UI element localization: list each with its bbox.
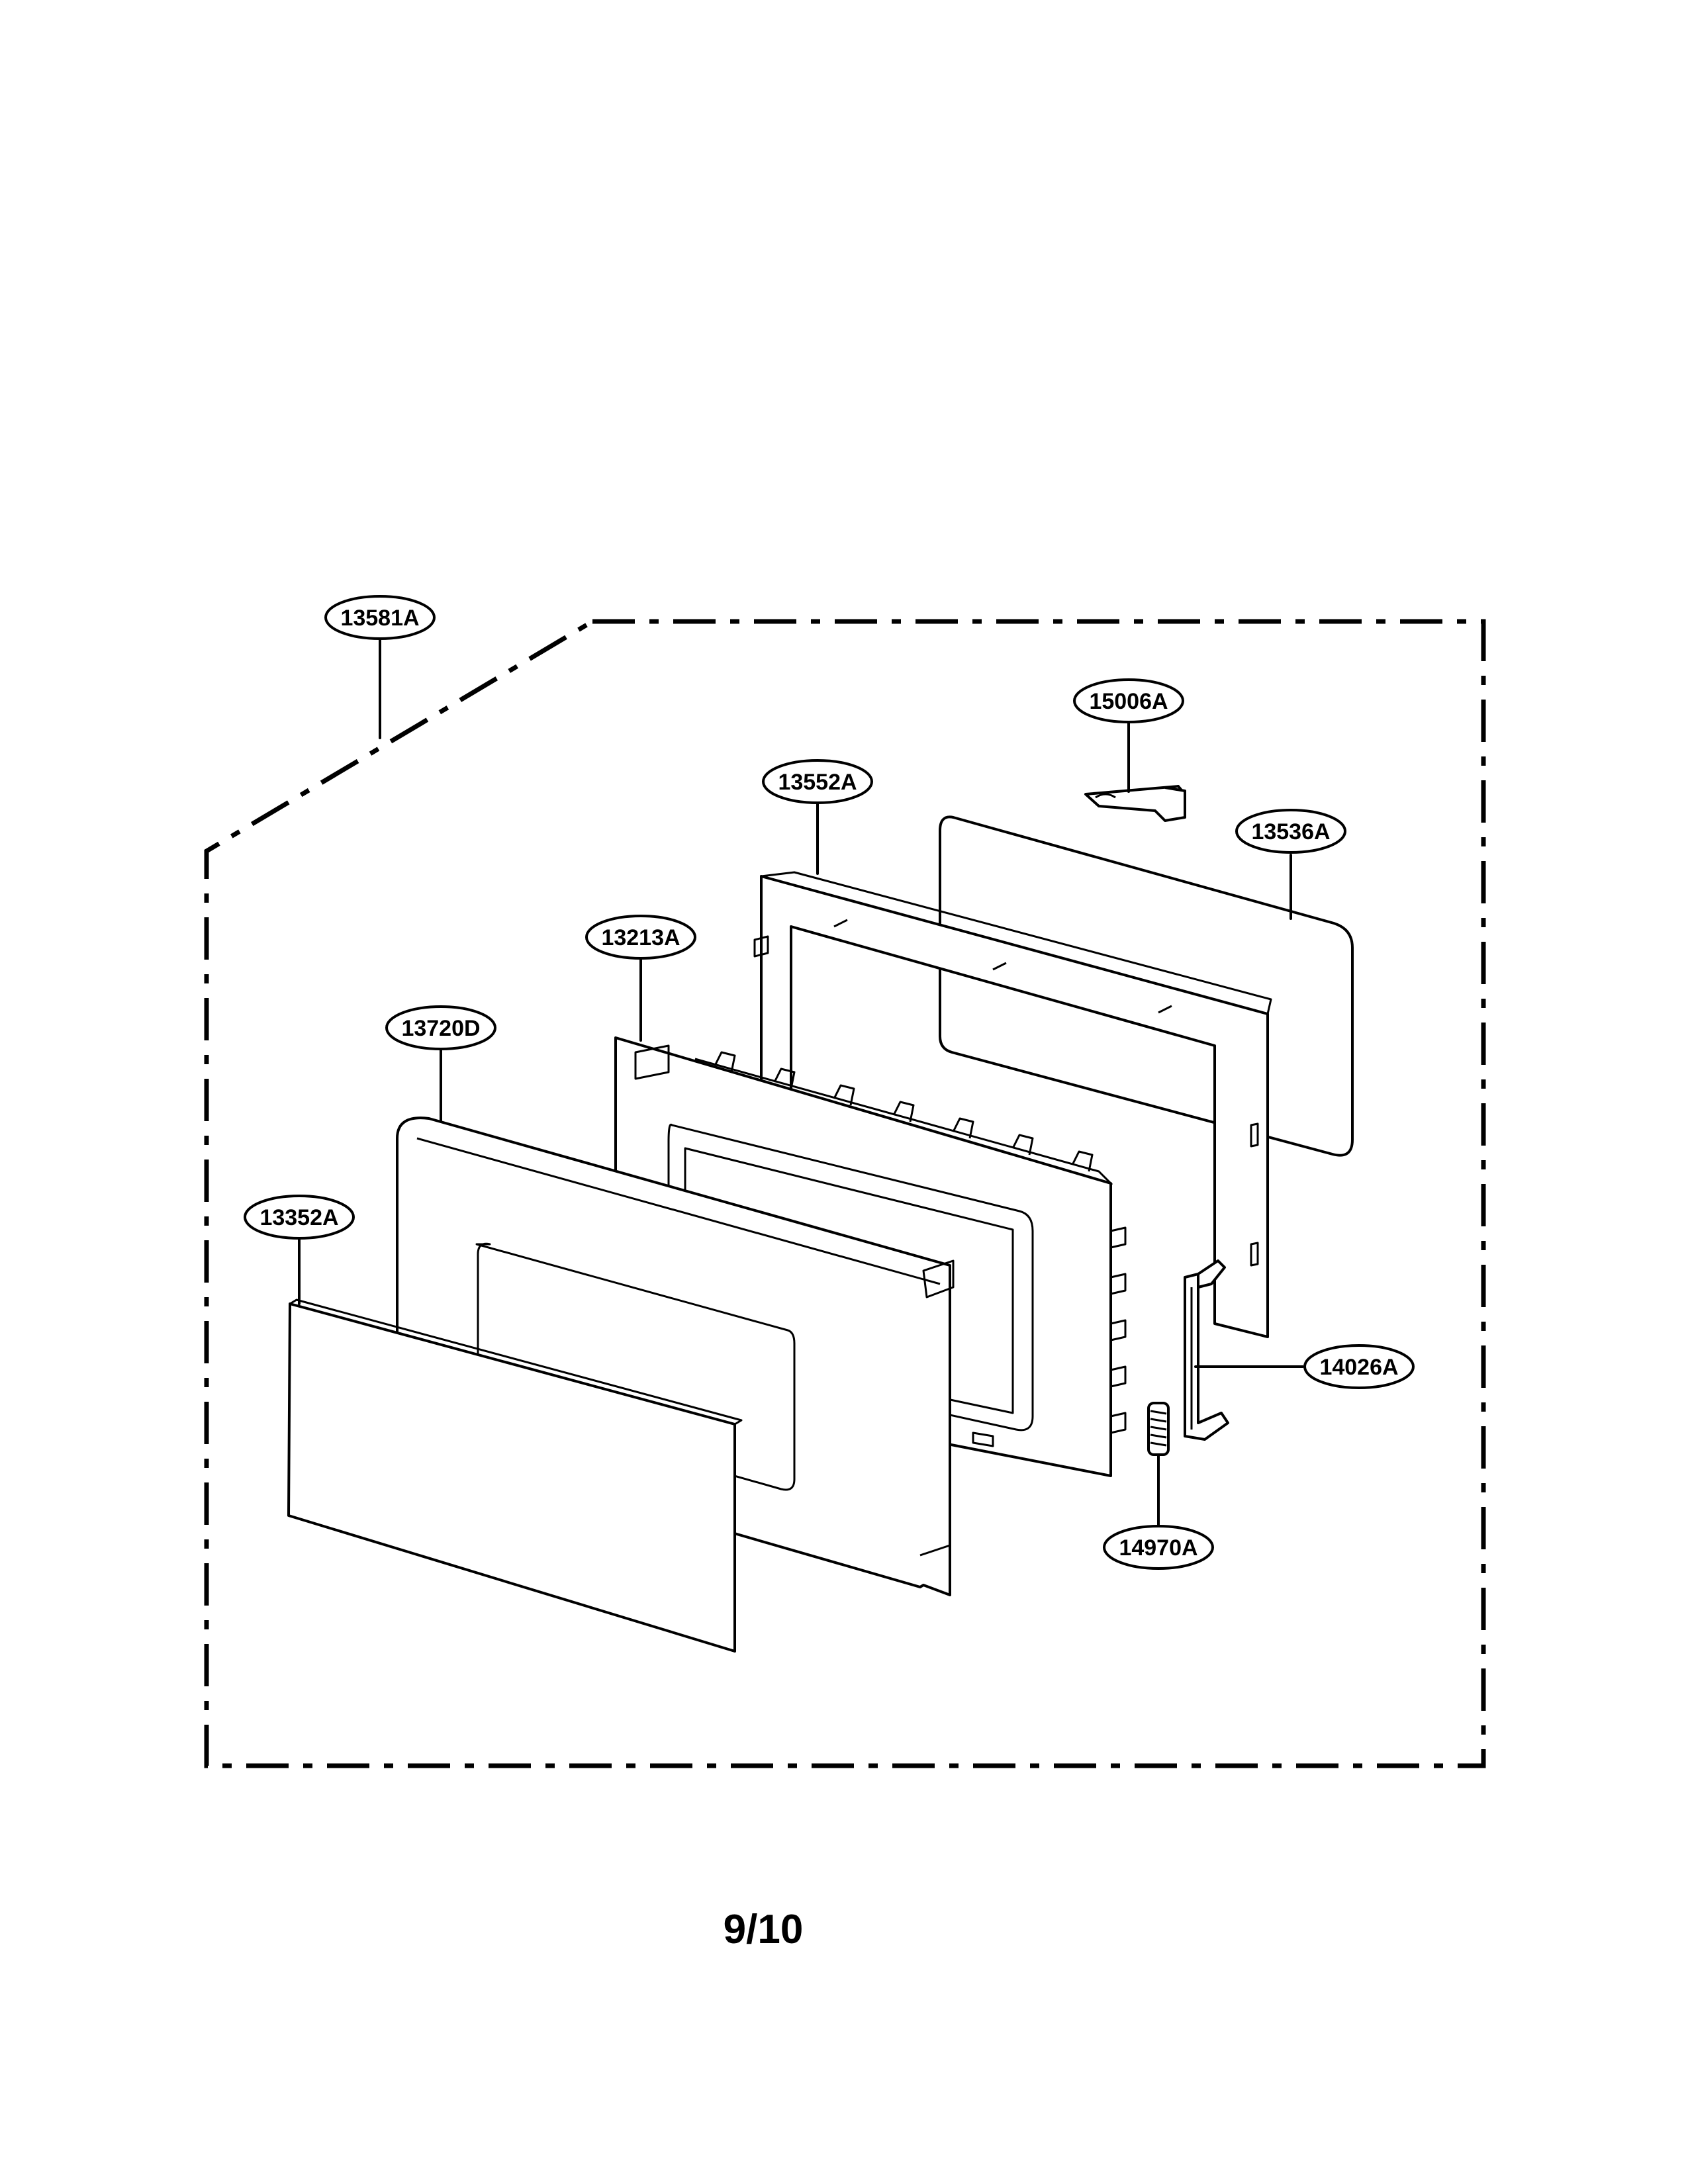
callout-13213A: 13213A xyxy=(585,915,696,960)
page-number: 9/10 xyxy=(723,1907,804,1952)
callout-13552A: 13552A xyxy=(762,759,873,804)
callout-13536A: 13536A xyxy=(1235,809,1346,854)
callout-label: 13552A xyxy=(778,770,857,795)
callout-label: 13581A xyxy=(340,606,419,631)
callout-13581A: 13581A xyxy=(324,595,436,640)
callout-14970A: 14970A xyxy=(1103,1525,1214,1570)
callout-label: 13213A xyxy=(601,925,680,950)
callout-13352A: 13352A xyxy=(244,1195,355,1240)
callout-label: 13352A xyxy=(259,1205,338,1230)
callout-label: 14026A xyxy=(1319,1355,1398,1380)
latch-lever-part xyxy=(1084,785,1186,822)
callout-label: 15006A xyxy=(1089,689,1168,714)
callout-14026A: 14026A xyxy=(1303,1344,1415,1389)
callout-label: 13720D xyxy=(401,1016,480,1041)
assembly-boundary xyxy=(204,619,1486,1768)
latch-spring-part xyxy=(1147,1402,1170,1456)
leader-lines xyxy=(298,637,1304,1530)
callout-label: 14970A xyxy=(1119,1535,1197,1561)
callout-15006A: 15006A xyxy=(1073,678,1184,723)
door-glass-part xyxy=(287,1298,743,1653)
latch-hook-part xyxy=(1184,1259,1229,1441)
callout-label: 13536A xyxy=(1251,819,1330,844)
callout-13720D: 13720D xyxy=(385,1005,496,1050)
